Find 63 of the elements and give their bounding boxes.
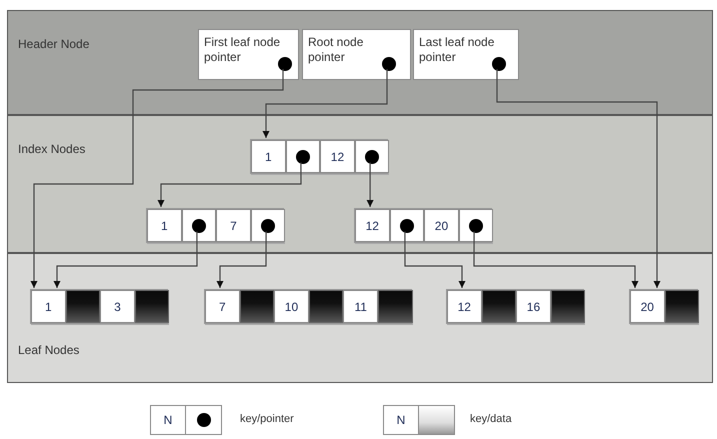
arrow: [54, 232, 198, 288]
arrow: [473, 232, 638, 288]
arrow: [216, 232, 267, 288]
tree-level-band: [7, 253, 713, 383]
key-cell: 1: [31, 290, 66, 323]
key-cell: 12: [447, 290, 482, 323]
key-cell: 20: [424, 209, 459, 242]
header-field: [302, 29, 411, 80]
pointer-dot: [382, 57, 396, 71]
data-block: [240, 290, 274, 323]
key-cell: 7: [205, 290, 240, 323]
pointer-dot: [400, 218, 414, 232]
arrow: [158, 162, 302, 207]
data-block: [66, 290, 100, 323]
pointer-dot: [296, 150, 310, 164]
tree-node-record: [629, 289, 698, 324]
pointer-dot: [469, 218, 484, 232]
arrow: [404, 232, 466, 288]
tree-node-record: [250, 139, 388, 174]
key-cell: 10: [274, 290, 309, 323]
field-label: Root node pointer: [308, 35, 364, 65]
pointer-dot: [365, 150, 380, 164]
arrow: [366, 162, 374, 207]
level-title: Header Node: [18, 37, 90, 51]
data-block: [134, 290, 170, 323]
key-cell: 3: [100, 290, 135, 323]
arrow: [262, 69, 388, 138]
data-block: [308, 290, 344, 323]
key-cell: 7: [216, 209, 251, 242]
legend-label: key/data: [470, 413, 512, 425]
tree-node-record: [204, 289, 412, 324]
key-cell: 1: [147, 209, 182, 242]
tree-node-record: [354, 208, 492, 243]
legend-sample: N: [150, 405, 222, 435]
key-cell: 1: [251, 140, 286, 173]
arrow: [30, 69, 284, 288]
pointer-dot: [261, 218, 276, 232]
pointer-dot: [492, 57, 506, 71]
arrow: [496, 69, 660, 288]
tree-level-band: [7, 115, 713, 253]
tree-node-record: [146, 208, 284, 243]
tree-node-record: [30, 289, 168, 324]
data-block: [482, 290, 516, 323]
key-cell: 11: [343, 290, 378, 323]
tree-level-band: [7, 10, 713, 115]
data-block: [664, 290, 700, 323]
data-block: [550, 290, 586, 323]
data-block: [378, 290, 413, 323]
legend-sample: N: [383, 405, 455, 435]
level-title: Leaf Nodes: [18, 343, 80, 357]
header-field: [413, 29, 519, 80]
field-label: First leaf node pointer: [204, 35, 282, 65]
key-cell: 12: [320, 140, 355, 173]
key-cell: 12: [355, 209, 390, 242]
pointer-dot: [278, 57, 292, 71]
tree-node-record: [446, 289, 584, 324]
level-title: Index Nodes: [18, 142, 86, 156]
field-label: Last leaf node pointer: [419, 35, 496, 65]
header-field: [198, 29, 299, 80]
pointer-dot: [192, 218, 206, 232]
legend-label: key/pointer: [240, 413, 294, 425]
key-cell: 20: [630, 290, 665, 323]
key-cell: 16: [516, 290, 551, 323]
